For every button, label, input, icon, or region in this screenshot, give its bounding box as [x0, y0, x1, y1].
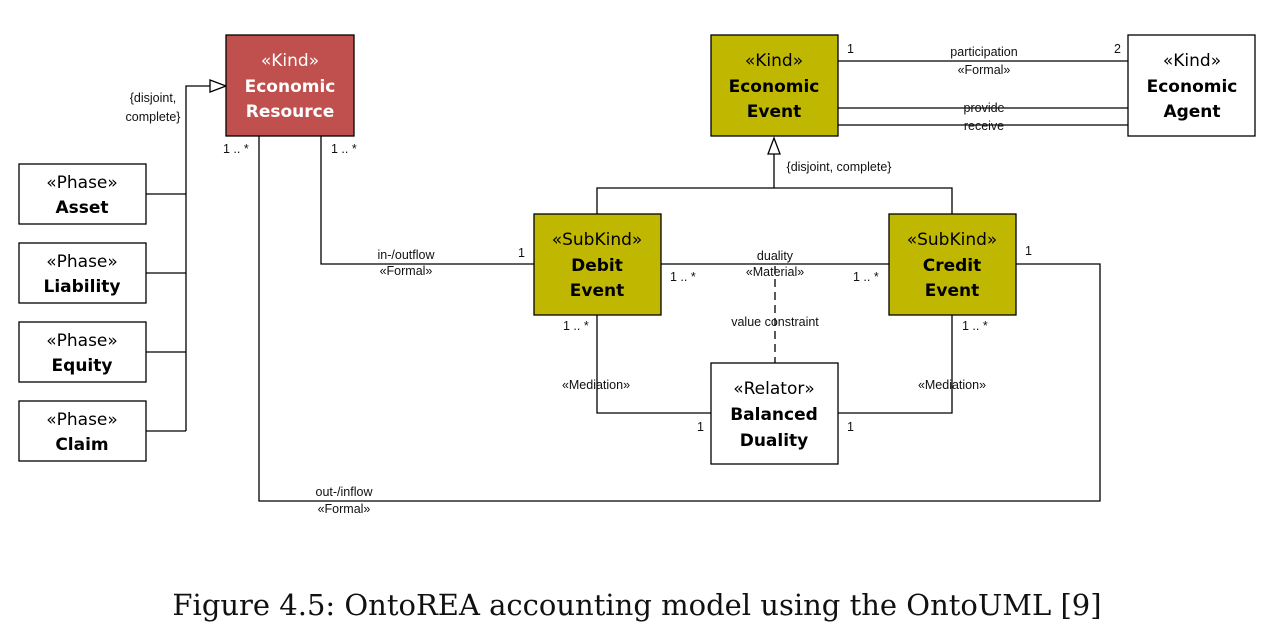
- participation-label: participation: [950, 45, 1017, 59]
- onto-rea-diagram: «Kind» Economic Resource «Kind» Economic…: [18, 34, 1256, 516]
- box-rect: [225, 34, 355, 137]
- box-name-1: Equity: [52, 356, 113, 376]
- connectors: [146, 60, 1128, 502]
- multiplicity-relator-left: 1: [697, 420, 704, 434]
- box-stereotype: «Phase»: [46, 410, 118, 430]
- duality-label: duality: [757, 249, 794, 263]
- multiplicities: 1 .. * 1 .. * 1 2 1 1 .. * 1 .. * 1 1 ..…: [223, 42, 1121, 434]
- duality-stereotype: «Material»: [746, 265, 804, 279]
- phase-constraint-label-1: {disjoint,: [130, 91, 177, 105]
- economic-agent-box: «Kind» Economic Agent: [1127, 34, 1256, 137]
- box-stereotype: «SubKind»: [907, 230, 998, 250]
- liability-phase-box: «Phase» Liability: [18, 242, 147, 304]
- phase-constraint-label-2: complete}: [126, 110, 181, 124]
- box-name-1: Liability: [44, 277, 121, 297]
- multiplicity-debit-inflow: 1: [518, 246, 525, 260]
- receive-label: receive: [964, 119, 1004, 133]
- multiplicity-credit-mediation: 1 .. *: [962, 319, 988, 333]
- multiplicity-event-participation: 1: [847, 42, 854, 56]
- box-rect: [1127, 34, 1256, 137]
- credit-event-box: «SubKind» Credit Event: [888, 213, 1017, 316]
- debit-event-box: «SubKind» Debit Event: [533, 213, 662, 316]
- multiplicity-debit-mediation: 1 .. *: [563, 319, 589, 333]
- box-name-1: Debit: [571, 256, 623, 276]
- box-name-2: Event: [747, 102, 801, 122]
- box-name-1: Economic: [245, 77, 336, 97]
- multiplicity-resource-left: 1 .. *: [223, 142, 249, 156]
- participation-stereotype: «Formal»: [958, 63, 1011, 77]
- box-name-1: Credit: [923, 256, 982, 276]
- multiplicity-debit-duality: 1 .. *: [670, 270, 696, 284]
- box-name-1: Economic: [729, 77, 820, 97]
- claim-phase-box: «Phase» Claim: [18, 400, 147, 462]
- box-name-1: Balanced: [730, 405, 818, 425]
- phase-generalization-arrow: [209, 79, 228, 93]
- box-rect: [710, 34, 839, 137]
- event-generalization-arrow: [767, 136, 781, 155]
- inoutflow-stereotype: «Formal»: [380, 264, 433, 278]
- box-rect: [18, 400, 147, 462]
- mediation-right-line: [838, 315, 953, 414]
- event-generalization: [596, 154, 953, 214]
- economic-resource-box: «Kind» Economic Resource: [225, 34, 355, 137]
- multiplicity-credit-outflow: 1: [1025, 244, 1032, 258]
- box-rect: [710, 362, 839, 465]
- balanced-duality-box: «Relator» Balanced Duality: [710, 362, 839, 465]
- provide-label: provide: [964, 101, 1005, 115]
- box-rect: [888, 213, 1017, 316]
- box-stereotype: «Kind»: [261, 51, 319, 71]
- box-stereotype: «Kind»: [745, 51, 803, 71]
- box-stereotype: «SubKind»: [552, 230, 643, 250]
- box-name-1: Claim: [55, 435, 108, 455]
- box-name-1: Asset: [55, 198, 108, 218]
- mediation-left-label: «Mediation»: [562, 378, 630, 392]
- box-stereotype: «Phase»: [46, 173, 118, 193]
- multiplicity-relator-right: 1: [847, 420, 854, 434]
- box-rect: [18, 321, 147, 383]
- multiplicity-agent-participation: 2: [1114, 42, 1121, 56]
- outinflow-stereotype: «Formal»: [318, 502, 371, 516]
- figure-caption: Figure 4.5: OntoREA accounting model usi…: [172, 588, 1102, 622]
- equity-phase-box: «Phase» Equity: [18, 321, 147, 383]
- box-stereotype: «Phase»: [46, 252, 118, 272]
- box-stereotype: «Relator»: [733, 379, 815, 399]
- box-name-2: Resource: [246, 102, 335, 122]
- box-rect: [18, 242, 147, 304]
- box-name-2: Event: [570, 281, 624, 301]
- box-rect: [533, 213, 662, 316]
- phase-generalization-trunk: [185, 85, 210, 431]
- multiplicity-credit-duality: 1 .. *: [853, 270, 879, 284]
- value-constraint-label: value constraint: [731, 315, 819, 329]
- box-name-2: Duality: [740, 431, 809, 451]
- multiplicity-resource-right: 1 .. *: [331, 142, 357, 156]
- box-name-1: Economic: [1147, 77, 1238, 97]
- inoutflow-line: [320, 136, 534, 265]
- inoutflow-label: in-/outflow: [378, 248, 436, 262]
- box-stereotype: «Kind»: [1163, 51, 1221, 71]
- outinflow-line: [258, 136, 1101, 502]
- asset-phase-box: «Phase» Asset: [18, 163, 147, 225]
- mediation-left-line: [596, 315, 711, 414]
- economic-event-box: «Kind» Economic Event: [710, 34, 839, 137]
- mediation-right-label: «Mediation»: [918, 378, 986, 392]
- outinflow-label: out-/inflow: [316, 485, 374, 499]
- association-labels: {disjoint, complete} {disjoint, complete…: [126, 45, 1018, 516]
- event-constraint-label: {disjoint, complete}: [787, 160, 892, 174]
- box-rect: [18, 163, 147, 225]
- box-name-2: Agent: [1163, 102, 1220, 122]
- box-stereotype: «Phase»: [46, 331, 118, 351]
- box-name-2: Event: [925, 281, 979, 301]
